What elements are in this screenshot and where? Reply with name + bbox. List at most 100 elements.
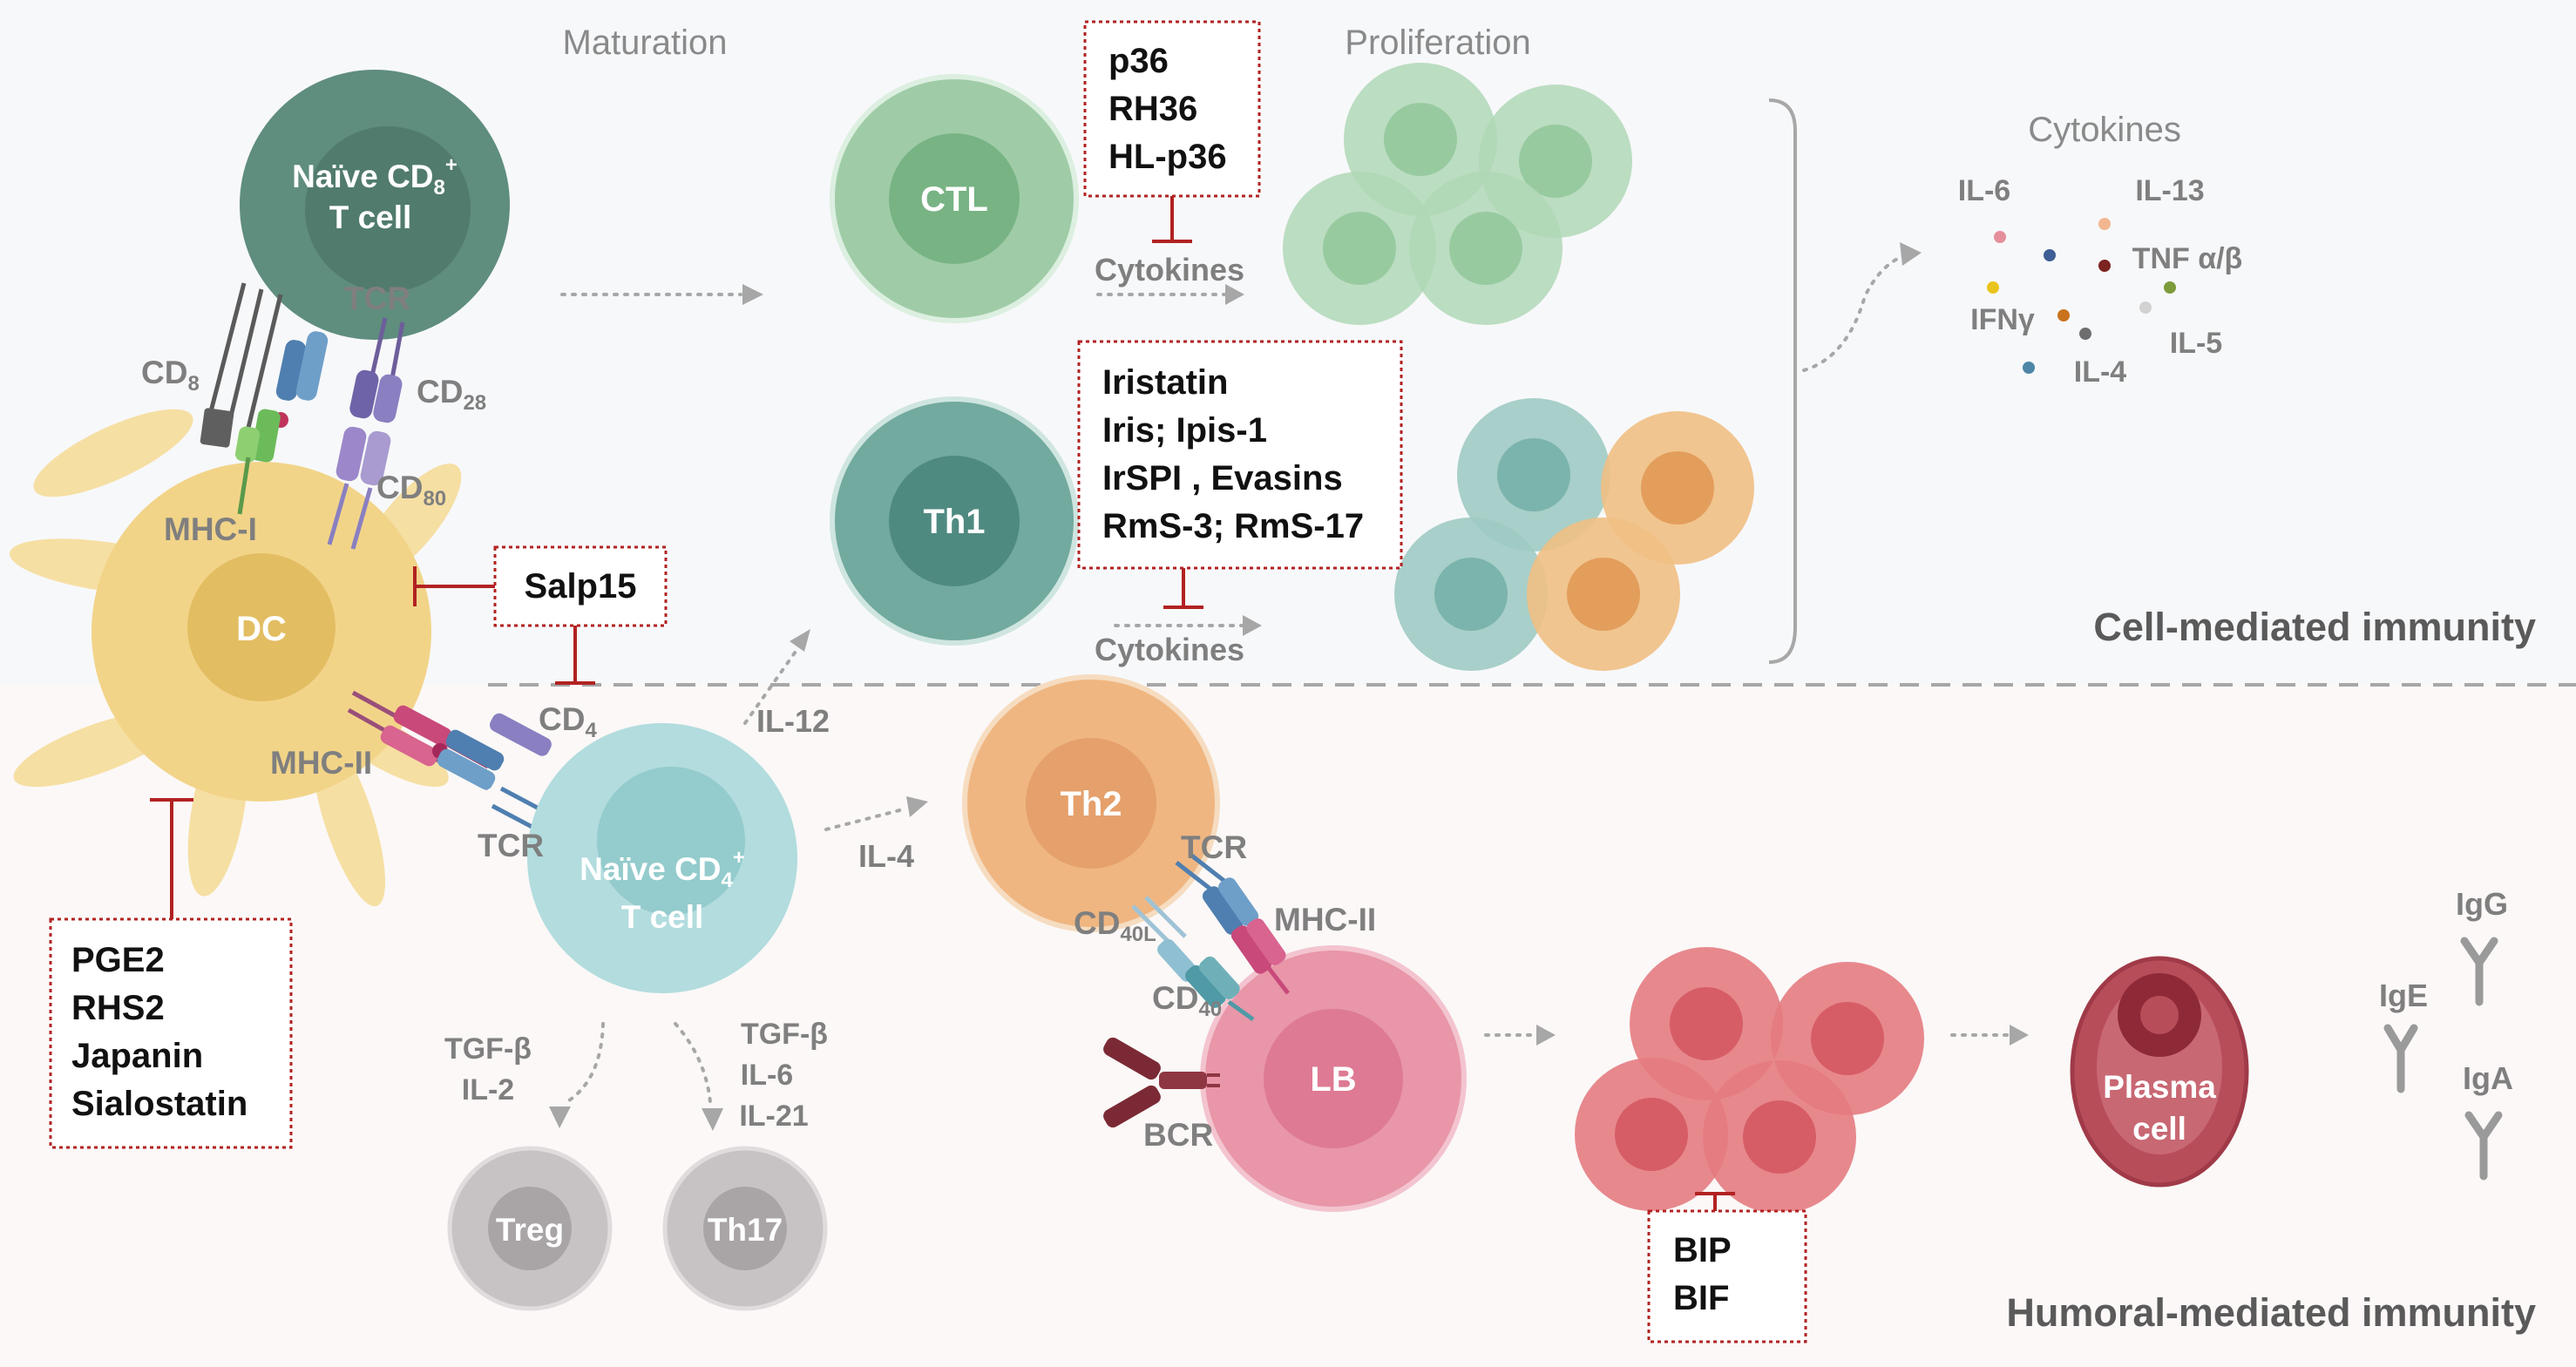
dc-label: DC [236, 610, 287, 648]
cytokine-dot-9 [2079, 328, 2091, 340]
igg-icon [2460, 937, 2498, 1006]
cd8-stalk-2 [226, 288, 264, 428]
th17-nucleus [703, 1187, 787, 1270]
tcr-chain-b [295, 331, 329, 401]
th17-cell: Th17 [662, 1146, 828, 1311]
ctl-proliferation-cluster [1283, 63, 1632, 325]
cd4-cell-label-line2: T cell [621, 899, 704, 935]
cell-mediated-title: Cell-mediated immunity [2093, 605, 2536, 649]
dc-bottom-inhibition-symbol [150, 798, 193, 919]
cd8-cell-label-line2: T cell [329, 200, 412, 235]
cytokine-dot-6 [2164, 281, 2176, 294]
th1-cell: Th1 [830, 396, 1079, 646]
mhc1-a [251, 409, 281, 463]
b-inhibitor-1: BIP [1673, 1231, 1732, 1269]
b-clone-1-nucleus [1670, 987, 1743, 1060]
treg-arrowhead [549, 1106, 571, 1128]
bcr-stem [1159, 1072, 1207, 1089]
b-clone-2-nucleus [1811, 1002, 1884, 1075]
tcr-th2-label: TCR [1181, 829, 1247, 865]
dendritic-cell: DC [10, 409, 462, 907]
th2-nucleus [1026, 738, 1156, 869]
mhc1-stalk [237, 457, 251, 515]
ctl-inhibitor-2: RH36 [1108, 90, 1197, 128]
th1-clone-4-nucleus [1567, 558, 1640, 631]
bcr-arm-1 [1103, 1037, 1161, 1080]
th1-clone-1-nucleus [1497, 438, 1570, 511]
cd28-head [349, 369, 379, 419]
ige-icon [2383, 1024, 2418, 1093]
lb-cell: LB [1200, 945, 1467, 1212]
b-clone-3-nucleus [1615, 1098, 1688, 1171]
dc-dendrite-1 [33, 409, 193, 497]
cytokine-dot-10 [2023, 362, 2035, 374]
salp15-cd4-inhibition [555, 626, 595, 685]
th1-label: Th1 [923, 503, 985, 541]
proliferation-header: Proliferation [1345, 24, 1530, 62]
proliferation-to-plasma-arrowhead [2010, 1025, 2029, 1046]
igg-label: IgG [2456, 886, 2508, 922]
mhc1-b [234, 426, 261, 463]
ctl-nucleus [889, 133, 1020, 264]
lb-label: LB [1310, 1060, 1356, 1099]
th2-label: Th2 [1060, 785, 1122, 823]
th17-inducer-3: IL-21 [739, 1100, 808, 1133]
ctl-cytokines-label: Cytokines [1095, 252, 1244, 288]
cd8-cell-nucleus [305, 126, 471, 292]
dc-inhibitor-2: RHS2 [71, 989, 165, 1027]
cd4-label: CD4 [539, 701, 597, 742]
plasma-label-line1: Plasma [2103, 1069, 2216, 1105]
ctl-cytokine-arrowhead [1225, 284, 1244, 305]
th2-cell: Th2 [962, 674, 1220, 932]
cd80-label: CD80 [376, 470, 446, 511]
cd80-stalk-2 [350, 487, 373, 550]
ctl-inhibition-symbol [1152, 196, 1192, 243]
th17-label: Th17 [708, 1212, 783, 1248]
plasma-label-line2: cell [2132, 1111, 2186, 1147]
plasma-cell: Plasma cell [2070, 956, 2249, 1188]
th17-arrowhead [702, 1108, 723, 1131]
humoral-title: Humoral-mediated immunity [2006, 1290, 2536, 1335]
cd8-coreceptor [200, 408, 234, 448]
b-inhibition-symbol [1695, 1192, 1735, 1211]
cd40-head [1185, 964, 1226, 1008]
th1-cytokine-arrowhead [1243, 615, 1262, 636]
naive-cd4-t-cell: Naïve CD4+ T cell [527, 723, 797, 993]
cd28-head-2 [373, 374, 403, 423]
b-inhibitor-2: BIF [1673, 1279, 1729, 1317]
dc-nucleus [187, 553, 336, 701]
il4-arrow [824, 807, 908, 831]
cd28-label: CD28 [417, 374, 486, 415]
cytokine-il5: IL-5 [2170, 327, 2222, 360]
bcr-arm-2 [1103, 1085, 1161, 1128]
cytokine-il6: IL-6 [1958, 174, 2010, 207]
cd4-cell-label-line1: Naïve CD4+ [580, 846, 745, 892]
ctl-inhibitor-1: p36 [1108, 42, 1169, 80]
cytokine-dot-5 [1987, 281, 1999, 294]
cytokine-dot-7 [2139, 301, 2152, 314]
cd80-head-2 [360, 430, 391, 486]
cytokine-dot-2 [2044, 249, 2056, 261]
antibodies: IgG IgE IgA [2379, 886, 2513, 1181]
th17-inducer-1: TGF-β [741, 1018, 828, 1051]
th17-inducer-2: IL-6 [741, 1059, 793, 1092]
ctl-inhibitor-3: HL-p36 [1108, 138, 1227, 176]
cd8-cell-label-line1: Naïve CD8+ [292, 153, 458, 200]
tcr-label-top: TCR [344, 281, 410, 316]
th1-clone-2-nucleus [1641, 451, 1714, 524]
th1-inhibitor-1: Iristatin [1102, 363, 1228, 402]
cytokine-tnf: TNF α/β [2132, 242, 2243, 275]
th2-tcr-stalk-1 [1175, 861, 1217, 895]
mhc2-dc-label: MHC-II [270, 745, 372, 781]
th2-tcr-a [1202, 886, 1244, 935]
salp15-label: Salp15 [525, 567, 637, 606]
cd4-cell-nucleus [597, 767, 745, 915]
lb-to-proliferation-arrowhead [1536, 1025, 1556, 1046]
bracket-to-cytokines-arrowhead [1900, 242, 1922, 266]
iga-icon [2464, 1111, 2503, 1181]
treg-inducer-1: TGF-β [444, 1032, 532, 1066]
dc-inhibitor-box: PGE2 RHS2 Japanin Sialostatin [49, 917, 293, 1149]
maturation-arrowhead [742, 284, 763, 305]
cd40l-stalk-1 [1131, 904, 1174, 947]
il12-arrowhead [790, 629, 810, 652]
